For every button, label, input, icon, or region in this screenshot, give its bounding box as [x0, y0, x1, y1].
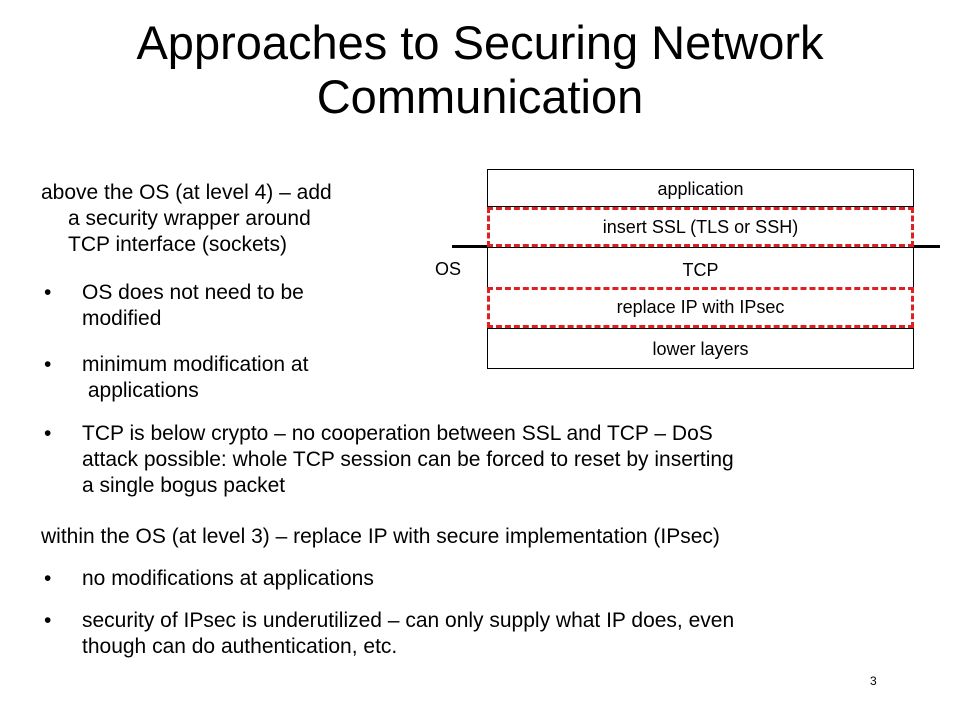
layer-application: application: [487, 169, 914, 207]
bullet-ipsec-underutilized-line-2: though can do authentication, etc.: [82, 635, 398, 658]
layer-insert-ssl: insert SSL (TLS or SSH): [487, 207, 914, 247]
bullet-os-unmodified-line-1: OS does not need to be: [82, 281, 304, 304]
bullet-os-unmodified-line-2: modified: [82, 307, 162, 330]
layer-replace-ip-ipsec: replace IP with IPsec: [487, 287, 914, 328]
above-os-heading-line-1: above the OS (at level 4) – add: [41, 181, 332, 204]
layer-tcp: TCP: [682, 260, 719, 280]
bullet-min-modification-line-2: applications: [82, 379, 199, 402]
layer-lower-layers: lower layers: [487, 328, 914, 369]
bullet-marker: •: [44, 609, 52, 632]
within-os-heading: within the OS (at level 3) – replace IP …: [41, 525, 720, 548]
os-label: OS: [435, 259, 462, 279]
bullet-marker: •: [44, 281, 52, 304]
above-os-heading-line-3: TCP interface (sockets): [68, 233, 288, 256]
bullet-marker: •: [44, 422, 52, 445]
page-number: 3: [870, 674, 877, 688]
bullet-min-modification-line-1: minimum modification at: [82, 353, 309, 376]
bullet-no-app-modifications: no modifications at applications: [82, 567, 374, 590]
bullet-tcp-below-crypto-line-2: attack possible: whole TCP session can b…: [82, 448, 734, 471]
bullet-tcp-below-crypto-line-3: a single bogus packet: [82, 474, 286, 497]
slide-title: Approaches to Securing Network Communica…: [136, 16, 824, 123]
bullet-marker: •: [44, 353, 52, 376]
bullet-tcp-below-crypto-line-1: TCP is below crypto – no cooperation bet…: [82, 422, 713, 445]
bullet-ipsec-underutilized-line-1: security of IPsec is underutilized – can…: [82, 609, 735, 632]
above-os-heading-line-2: a security wrapper around: [68, 207, 311, 230]
bullet-marker: •: [44, 567, 52, 590]
